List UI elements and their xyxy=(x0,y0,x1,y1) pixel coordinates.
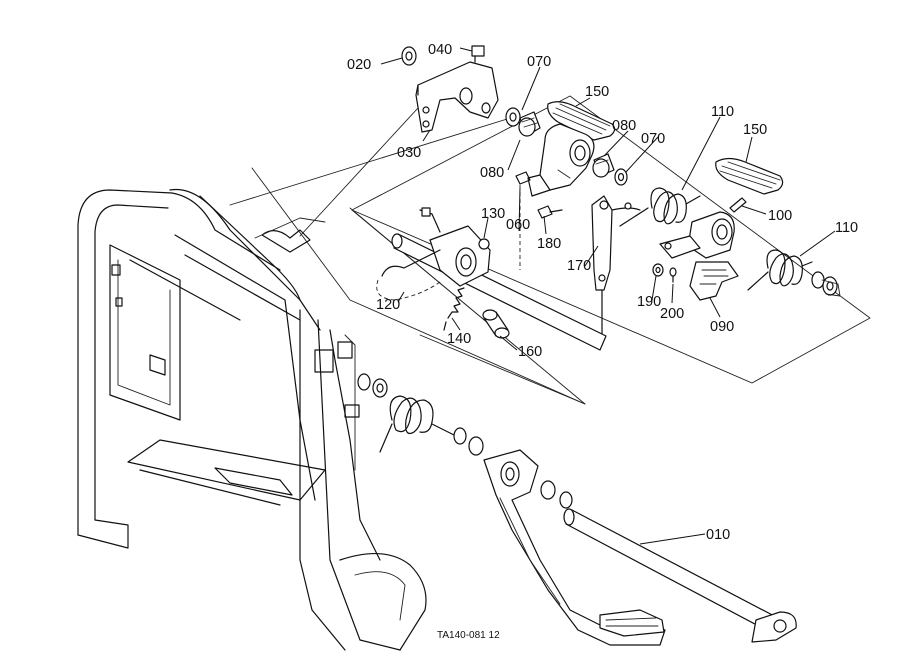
label-100: 100 xyxy=(768,208,792,224)
part-150-pedal-pad-left xyxy=(547,101,616,141)
part-110-spring-lower xyxy=(747,249,813,291)
part-130-lever-bracket xyxy=(419,207,491,287)
label-070-right: 070 xyxy=(641,131,665,147)
part-180-bolt xyxy=(537,205,563,219)
part-200-pin xyxy=(669,267,677,283)
label-130: 130 xyxy=(481,206,505,222)
part-070-bushing-upper xyxy=(505,107,521,127)
label-200: 200 xyxy=(660,306,684,322)
part-080-bushing-upper xyxy=(518,111,541,137)
leader-lines xyxy=(380,47,836,545)
part-040-bolt xyxy=(471,45,485,63)
part-010-cross-shaft xyxy=(563,508,797,643)
part-020-washer xyxy=(401,46,417,66)
part-lower-bushings xyxy=(357,373,573,509)
label-080-left: 080 xyxy=(480,165,504,181)
label-110-upper: 110 xyxy=(711,104,734,120)
label-190: 190 xyxy=(637,294,661,310)
part-070-bushing-mid xyxy=(614,168,628,186)
part-140-spring xyxy=(443,287,465,331)
part-100-pin xyxy=(729,197,747,213)
part-030-bracket xyxy=(415,61,499,133)
part-190-washer xyxy=(652,263,664,277)
label-090: 090 xyxy=(710,319,734,335)
label-040: 040 xyxy=(428,42,452,58)
part-170-link-arm xyxy=(591,195,641,336)
part-110-spring-upper xyxy=(619,187,701,227)
label-140: 140 xyxy=(447,331,471,347)
label-150-right: 150 xyxy=(743,122,767,138)
label-110-lower: 110 xyxy=(835,220,858,236)
part-080-bushing-mid xyxy=(592,153,615,178)
label-120: 120 xyxy=(376,297,400,313)
label-070-upper: 070 xyxy=(527,54,551,70)
part-pedal-arm-left xyxy=(527,123,595,197)
label-150-left: 150 xyxy=(585,84,609,100)
part-pedal-arm-right xyxy=(659,211,735,259)
label-020: 020 xyxy=(347,57,371,73)
part-090-pedal-bracket xyxy=(689,261,739,301)
part-120-rod xyxy=(376,249,441,301)
part-brake-pedal-arm xyxy=(483,449,666,646)
label-160: 160 xyxy=(518,344,542,360)
drawing-code: TA140-081 12 xyxy=(437,630,500,641)
part-160-roller xyxy=(482,309,510,339)
label-060: 060 xyxy=(506,217,530,233)
label-180: 180 xyxy=(537,236,561,252)
part-lower-spring xyxy=(379,395,457,453)
tractor-frame xyxy=(77,188,427,651)
part-150-pedal-pad-right xyxy=(715,157,784,195)
callout-labels: 020 040 030 070 150 080 080 070 110 150 … xyxy=(347,42,858,641)
label-170: 170 xyxy=(567,258,591,274)
part-bushing-right xyxy=(811,271,841,297)
label-010: 010 xyxy=(706,527,730,543)
subassembly-outline-lower xyxy=(229,94,586,405)
label-080-right: 080 xyxy=(612,118,636,134)
label-030: 030 xyxy=(397,145,421,161)
